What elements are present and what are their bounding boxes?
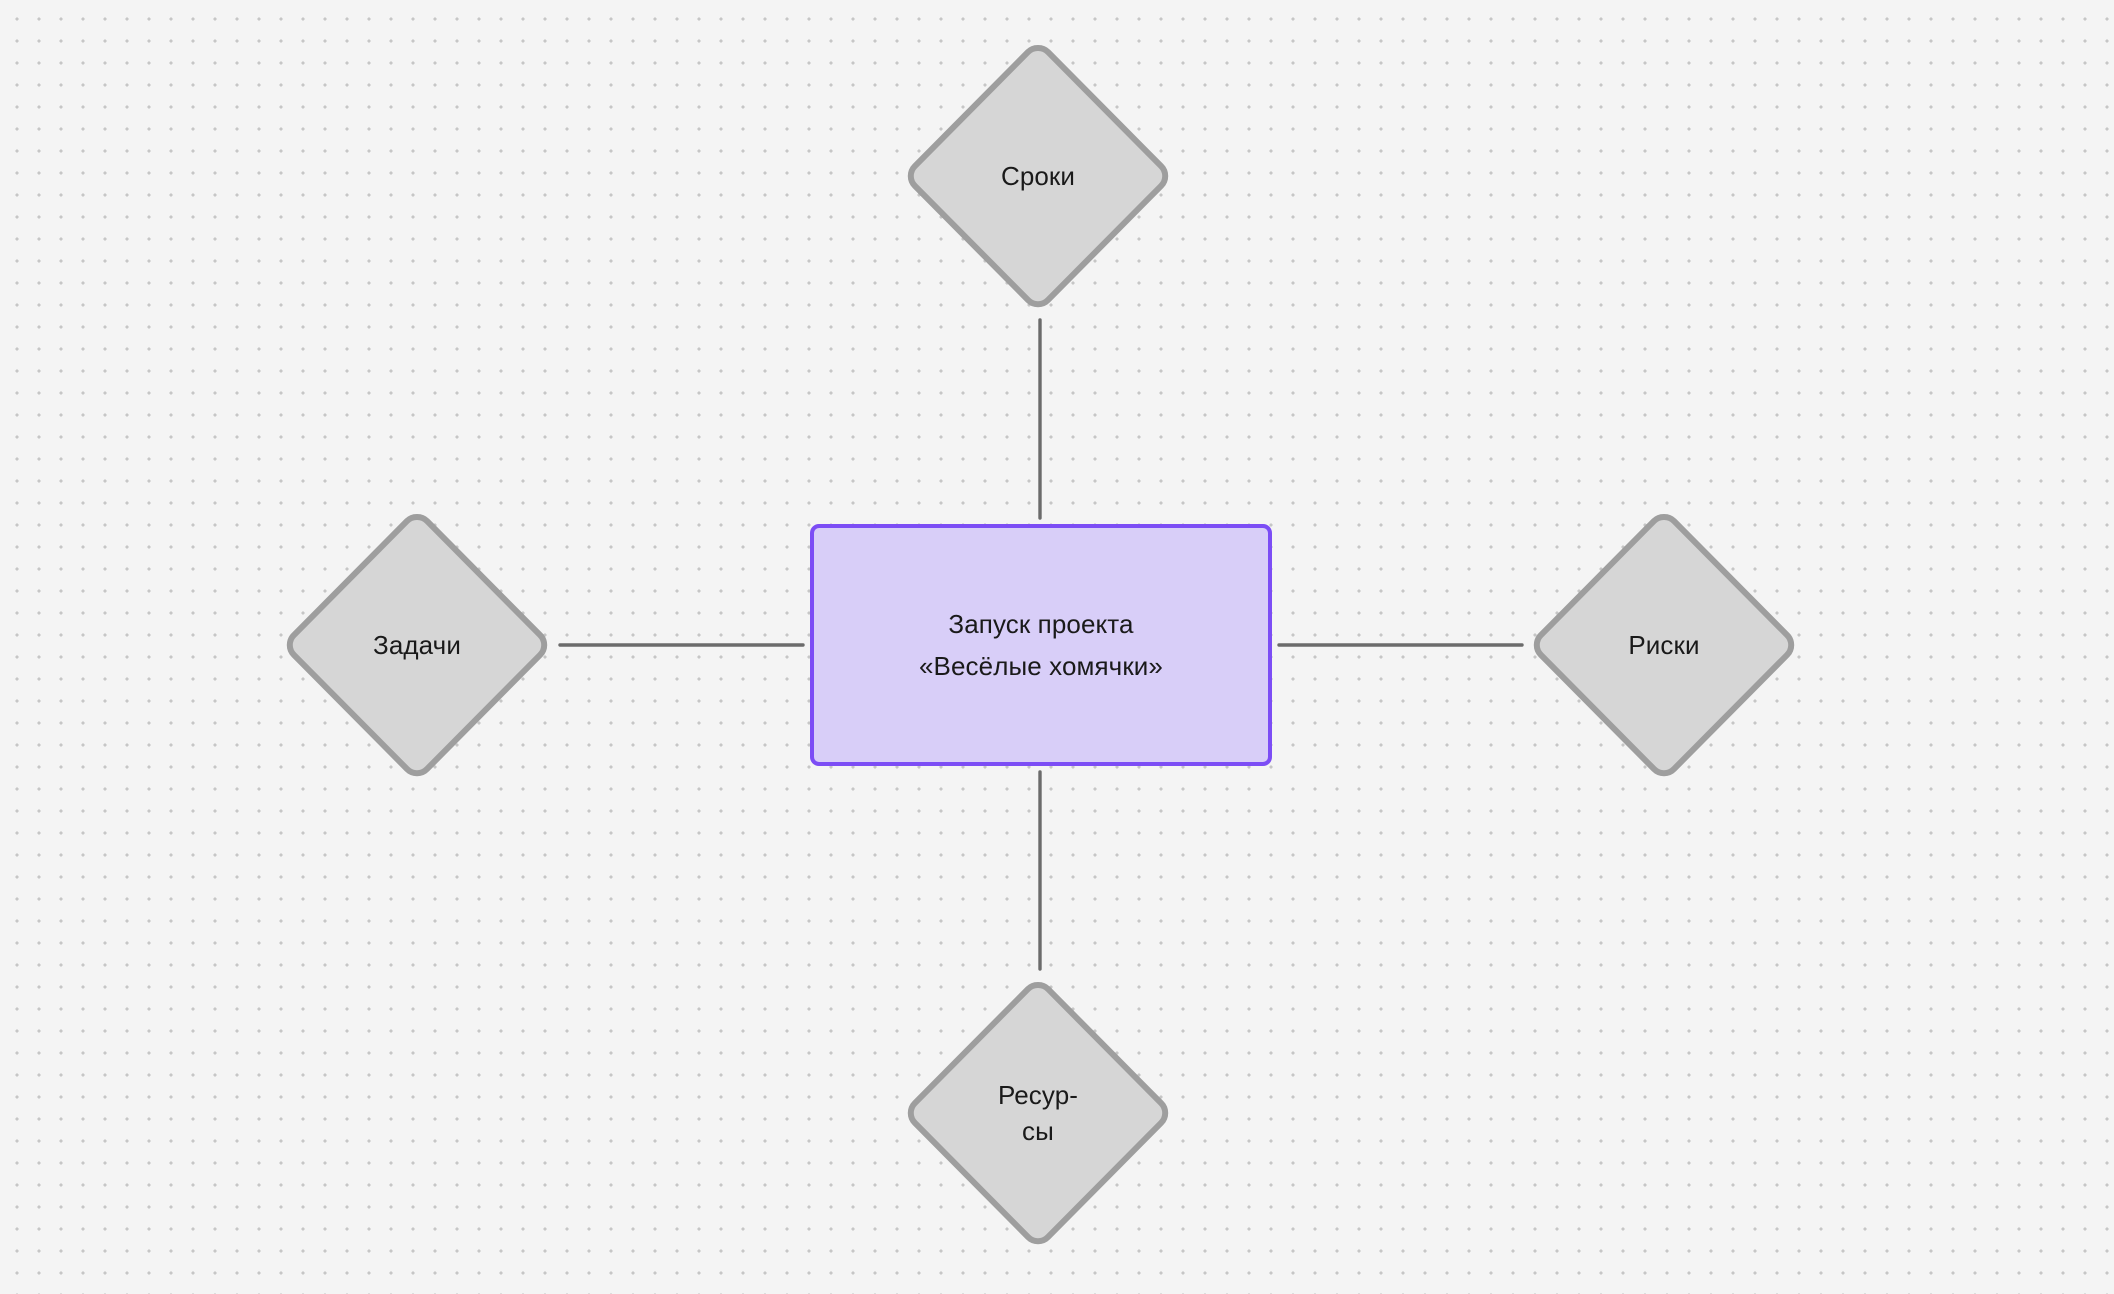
diamond-shape-icon (905, 42, 1171, 310)
node-tasks[interactable]: Задачи (284, 511, 550, 779)
diamond-shape-icon (1531, 511, 1797, 779)
node-label-risks: Риски (1628, 630, 1700, 660)
diamond-shape-icon (284, 511, 550, 779)
diamond-shape-icon (905, 979, 1171, 1247)
node-resources[interactable]: Ресур- сы (905, 979, 1171, 1247)
node-risks[interactable]: Риски (1531, 511, 1797, 779)
node-root[interactable]: Запуск проекта «Весёлые хомячки» (810, 524, 1272, 766)
node-label-resources: Ресур- сы (997, 1080, 1079, 1146)
node-deadlines[interactable]: Сроки (905, 42, 1171, 310)
node-label-root: Запуск проекта «Весёлые хомячки» (919, 609, 1163, 681)
node-label-tasks: Задачи (373, 630, 461, 660)
node-label-deadlines: Сроки (1000, 161, 1076, 191)
